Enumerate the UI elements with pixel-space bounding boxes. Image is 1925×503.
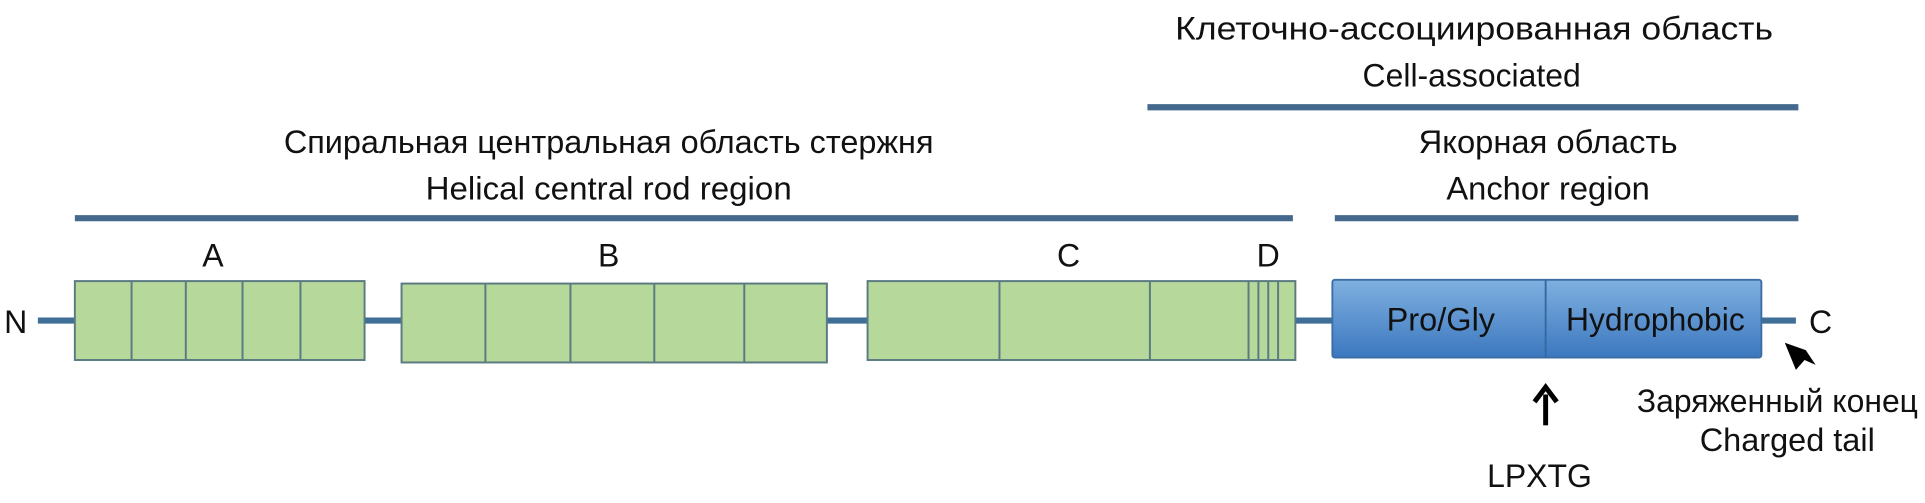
segment-c-label: C bbox=[1057, 237, 1080, 273]
repeat-block-a bbox=[73, 280, 366, 361]
charged-tail-en-label: Charged tail bbox=[1700, 422, 1875, 458]
repeat-block-b bbox=[400, 282, 828, 364]
n-terminus-label: N bbox=[4, 304, 27, 340]
hydrophobic-label: Hydrophobic bbox=[1566, 301, 1745, 337]
charged-tail-ru-label: Заряженный конец bbox=[1637, 383, 1918, 419]
segment-b-label: B bbox=[598, 237, 619, 273]
anchor-block: Pro/Gly Hydrophobic bbox=[1331, 278, 1763, 359]
up-arrow-icon bbox=[1532, 383, 1559, 426]
cell-associated-ru-label: Клеточно-ассоциированная область bbox=[1175, 10, 1773, 46]
pro-gly-label: Pro/Gly bbox=[1387, 301, 1495, 337]
segment-a-label: A bbox=[202, 237, 224, 273]
helical-en-label: Helical central rod region bbox=[426, 171, 792, 207]
anchor-en-label: Anchor region bbox=[1446, 171, 1649, 207]
charged-tail-arrow-icon bbox=[1784, 342, 1816, 370]
repeat-block-c-d bbox=[866, 280, 1297, 361]
anchor-ru-label: Якорная область bbox=[1419, 124, 1678, 160]
c-terminus-label: C bbox=[1809, 304, 1832, 340]
segment-d-label: D bbox=[1257, 237, 1280, 273]
cell-associated-en-label: Cell-associated bbox=[1363, 57, 1581, 93]
lpxtg-label: LPXTG bbox=[1487, 458, 1592, 494]
helical-ru-label: Спиральная центральная область стержня bbox=[284, 124, 934, 160]
